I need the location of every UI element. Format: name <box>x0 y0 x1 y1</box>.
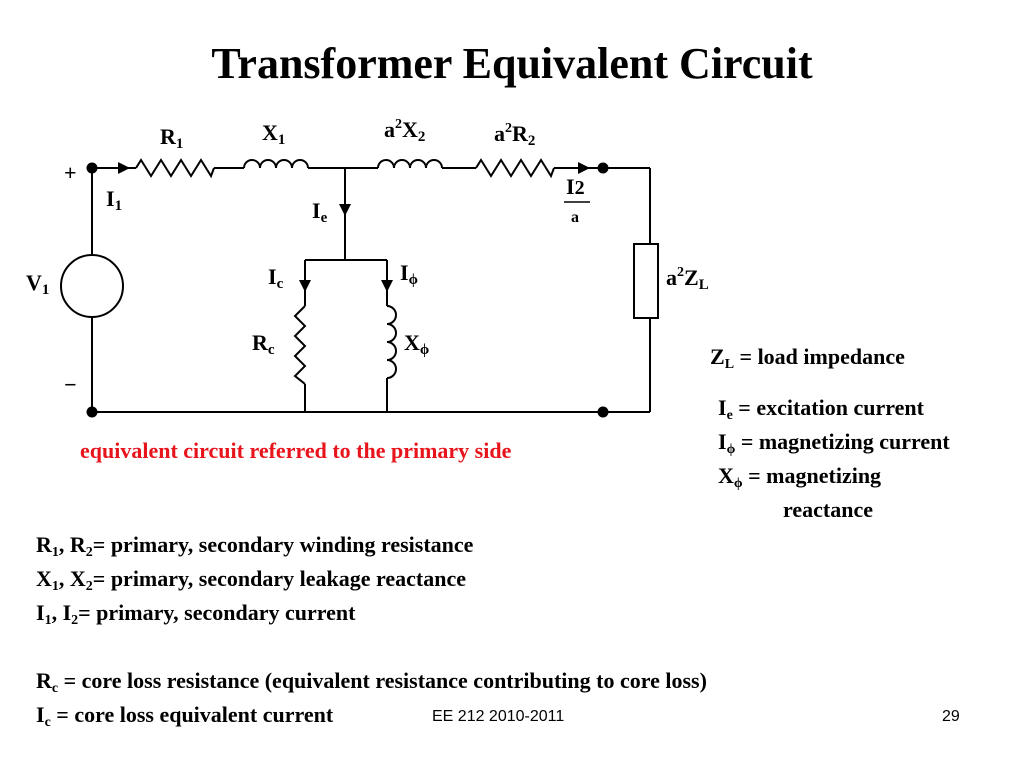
label-a2r2: a2R2 <box>494 121 536 149</box>
label-i2-over-a-numerator: I2 <box>566 174 585 199</box>
slide-title: Transformer Equivalent Circuit <box>211 39 813 88</box>
arrow-iphi-icon <box>381 280 393 292</box>
legend-rc: Rc = core loss resistance (equivalent re… <box>36 668 707 696</box>
legend-i1-i2: I1, I2= primary, secondary current <box>36 600 356 628</box>
minus-sign: − <box>64 372 77 397</box>
legend-zl: ZL = load impedance <box>710 344 905 372</box>
label-xphi: Xϕ <box>404 330 430 358</box>
label-a2x2: a2X2 <box>384 117 426 145</box>
arrow-ic-icon <box>299 280 311 292</box>
footer-course: EE 212 2010-2011 <box>432 708 565 725</box>
plus-sign: + <box>64 160 77 185</box>
label-ic: Ic <box>268 264 284 292</box>
label-r1: R1 <box>160 124 184 152</box>
label-v1: V1 <box>26 270 50 298</box>
resistor-rc <box>293 305 307 385</box>
arrow-i1-icon <box>118 162 130 174</box>
diagram-caption: equivalent circuit referred to the prima… <box>80 438 512 463</box>
footer-page-number: 29 <box>942 708 960 725</box>
legend-ie: Ie = excitation current <box>718 395 924 423</box>
label-i1: I1 <box>106 186 123 214</box>
arrow-i2-icon <box>578 162 590 174</box>
label-ie: Ie <box>312 198 328 226</box>
inductor-xphi <box>386 305 397 379</box>
legend-x1-x2: X1, X2= primary, secondary leakage react… <box>36 566 466 594</box>
terminal-dot-top-right <box>597 162 609 174</box>
resistor-a2r2 <box>475 158 555 179</box>
legend-ic: Ic = core loss equivalent current <box>36 702 334 730</box>
label-x1: X1 <box>262 120 286 148</box>
resistor-r1 <box>135 158 215 179</box>
legend-xphi-continued: reactance <box>783 497 873 522</box>
label-iphi: Iϕ <box>400 260 418 288</box>
inductor-a2x2 <box>377 159 443 169</box>
label-rc: Rc <box>252 330 275 358</box>
label-i2-over-a-denominator: a <box>571 209 579 226</box>
inductor-x1 <box>243 159 309 169</box>
arrow-ie-icon <box>339 204 351 216</box>
voltage-source-v1 <box>60 254 124 318</box>
legend-xphi: Xϕ = magnetizing <box>718 463 882 491</box>
terminal-dot-bottom-right <box>597 406 609 418</box>
terminal-dot-top-left <box>86 162 98 174</box>
load-impedance-a2zl <box>633 243 659 319</box>
legend-iphi: Iϕ = magnetizing current <box>718 429 950 457</box>
label-a2zl: a2ZL <box>666 265 709 293</box>
legend-r1-r2: R1, R2= primary, secondary winding resis… <box>36 532 474 560</box>
terminal-dot-bottom-left <box>86 406 98 418</box>
